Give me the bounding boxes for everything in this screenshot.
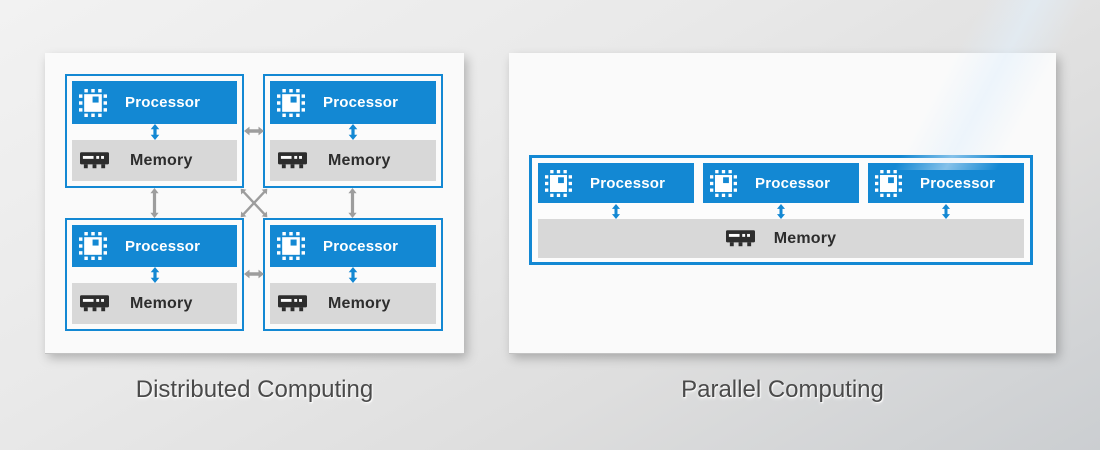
memory-label: Memory bbox=[773, 229, 837, 247]
ram-icon bbox=[278, 152, 307, 169]
processor-bar: Processor bbox=[703, 163, 859, 203]
node-link-horizontal-top-icon bbox=[244, 126, 264, 136]
node-link-cross-diagonal-icon bbox=[240, 188, 268, 218]
compute-node-3: Processor Memory bbox=[65, 218, 244, 331]
processor-label: Processor bbox=[323, 237, 399, 255]
ram-icon bbox=[80, 152, 109, 169]
blue-double-arrow-icon bbox=[868, 203, 1024, 219]
distributed-computing-panel: Processor Memory Processor bbox=[45, 53, 464, 353]
blue-double-arrow-icon bbox=[538, 203, 694, 219]
memory-label: Memory bbox=[130, 294, 193, 312]
node-link-horizontal-bottom-icon bbox=[244, 269, 264, 279]
memory-bar: Memory bbox=[72, 140, 237, 181]
blue-double-arrow-icon bbox=[72, 124, 237, 140]
chip-icon bbox=[710, 169, 737, 197]
processor-bar: Processor bbox=[270, 81, 436, 124]
processor-label: Processor bbox=[125, 94, 201, 111]
processor-bar: Processor bbox=[270, 225, 436, 268]
compute-node-1: Processor Memory bbox=[65, 74, 244, 188]
compute-node-4: Processor Memory bbox=[263, 218, 443, 331]
shared-memory-system: Processor Processor Processor bbox=[529, 155, 1033, 265]
processor-row: Processor Processor Processor bbox=[538, 163, 1024, 203]
memory-label: Memory bbox=[328, 294, 391, 312]
processor-bar: Processor bbox=[538, 163, 694, 203]
blue-double-arrow-icon bbox=[270, 267, 436, 284]
memory-bar: Memory bbox=[270, 283, 436, 324]
parallel-computing-panel: Processor Processor Processor bbox=[509, 53, 1056, 353]
compute-node-2: Processor Memory bbox=[263, 74, 443, 188]
blue-double-arrow-icon bbox=[72, 267, 237, 284]
chip-icon bbox=[79, 232, 107, 261]
processor-label: Processor bbox=[323, 94, 399, 111]
distributed-computing-caption: Distributed Computing bbox=[135, 376, 374, 403]
chip-icon bbox=[875, 169, 902, 197]
ram-icon bbox=[80, 295, 109, 312]
ram-icon bbox=[725, 230, 755, 247]
processor-label: Processor bbox=[125, 237, 201, 255]
processor-bar: Processor bbox=[868, 163, 1024, 203]
memory-bar: Memory bbox=[270, 140, 436, 181]
processor-label: Processor bbox=[920, 174, 996, 192]
memory-label: Memory bbox=[328, 151, 391, 169]
chip-icon bbox=[277, 232, 305, 261]
processor-memory-arrows bbox=[538, 203, 1024, 219]
chip-icon bbox=[545, 169, 572, 197]
blue-double-arrow-icon bbox=[703, 203, 859, 219]
node-link-vertical-left-icon bbox=[150, 188, 159, 218]
node-link-vertical-right-icon bbox=[348, 188, 357, 218]
processor-label: Processor bbox=[590, 174, 666, 192]
memory-bar: Memory bbox=[72, 283, 237, 324]
memory-label: Memory bbox=[130, 151, 193, 169]
ram-icon bbox=[278, 295, 307, 312]
chip-icon bbox=[277, 88, 305, 117]
shared-memory-bar: Memory bbox=[538, 219, 1024, 258]
processor-bar: Processor bbox=[72, 81, 237, 124]
chip-icon bbox=[79, 88, 107, 117]
processor-bar: Processor bbox=[72, 225, 237, 268]
processor-label: Processor bbox=[755, 174, 831, 192]
parallel-computing-caption: Parallel Computing bbox=[681, 376, 884, 403]
blue-double-arrow-icon bbox=[270, 124, 436, 140]
